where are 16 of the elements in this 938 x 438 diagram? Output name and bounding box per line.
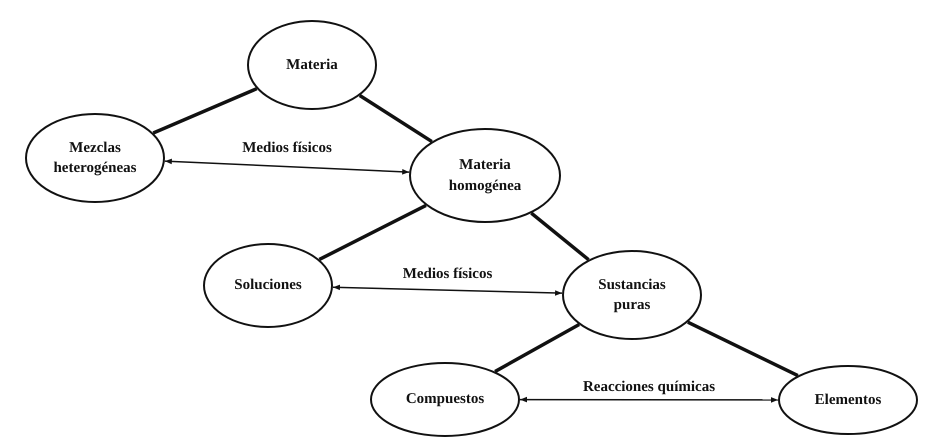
node-label: Mezclas heterogéneas bbox=[52, 138, 138, 178]
node-label: Sustancias puras bbox=[597, 276, 667, 315]
double-arrow bbox=[164, 158, 410, 175]
connector-line bbox=[358, 94, 433, 144]
connector-line bbox=[318, 204, 427, 262]
node-label: Elementos bbox=[814, 390, 882, 410]
connector-line bbox=[530, 212, 590, 262]
node-label: Soluciones bbox=[233, 276, 303, 296]
node-label: Compuestos bbox=[404, 390, 486, 410]
node-label: Materia bbox=[285, 56, 339, 75]
node-label: Materia homogénea bbox=[448, 156, 522, 196]
connector-line bbox=[687, 320, 799, 378]
connector-line bbox=[152, 87, 258, 135]
connector-line bbox=[494, 323, 580, 374]
double-arrow bbox=[332, 284, 562, 296]
double-arrow bbox=[520, 396, 778, 403]
